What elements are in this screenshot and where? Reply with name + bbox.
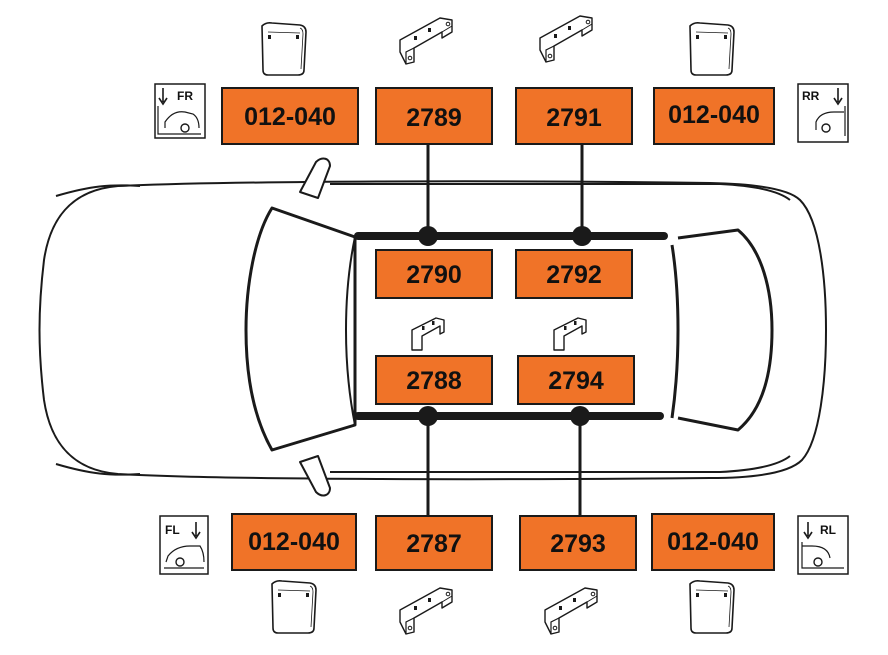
part-box-mid-2790: 2790 <box>375 249 493 299</box>
part-number-label: 012-040 <box>244 103 336 131</box>
car-front-right-arrow-icon: FR <box>154 83 206 139</box>
part-box-bot-2793: 2793 <box>519 515 637 571</box>
part-box-top-2789: 2789 <box>375 87 493 145</box>
part-box-bot-rl: 012-040 <box>651 513 775 571</box>
mounting-rails <box>354 142 668 518</box>
mudflap-icon <box>689 21 735 76</box>
part-box-top-rr: 012-040 <box>653 87 775 145</box>
junction-2789 <box>418 226 438 246</box>
car-rear-right-arrow-icon: RR <box>797 83 849 143</box>
part-number-label: 2794 <box>548 367 604 395</box>
car-rear-left-arrow-icon: RL <box>797 515 849 575</box>
mounting-bracket-icon <box>539 15 593 63</box>
mounting-bracket-icon <box>553 317 587 351</box>
part-number-label: 012-040 <box>667 528 759 556</box>
part-number-label: 2790 <box>406 261 462 289</box>
mounting-bracket-icon <box>411 317 445 351</box>
car-front-left-arrow-icon: FL <box>159 515 209 575</box>
junction-2791 <box>572 226 592 246</box>
mounting-bracket-icon <box>544 587 598 635</box>
part-box-top-2791: 2791 <box>515 87 633 145</box>
junction-2793 <box>570 406 590 426</box>
part-number-label: 012-040 <box>668 101 760 129</box>
part-number-label: 2793 <box>550 530 606 558</box>
mounting-bracket-icon <box>399 587 453 635</box>
part-box-top-fr: 012-040 <box>221 87 359 145</box>
position-label-fr: FR <box>177 89 193 103</box>
position-label-fl: FL <box>165 523 180 537</box>
mudflap-icon <box>271 579 317 634</box>
part-number-label: 2787 <box>406 530 462 558</box>
part-box-bot-fl: 012-040 <box>231 513 357 571</box>
rail-junction-dots <box>418 226 592 426</box>
mounting-bracket-icon <box>399 17 453 65</box>
part-box-bot-2787: 2787 <box>375 515 493 571</box>
junction-2787 <box>418 406 438 426</box>
mudflap-icon <box>261 21 307 76</box>
part-number-label: 2791 <box>546 104 602 132</box>
part-box-mid-2792: 2792 <box>515 249 633 299</box>
part-box-mid-2794: 2794 <box>517 355 635 405</box>
car-top-view-outline <box>38 157 827 497</box>
part-box-mid-2788: 2788 <box>375 355 493 405</box>
position-label-rr: RR <box>802 89 820 103</box>
part-number-label: 2789 <box>406 104 462 132</box>
part-number-label: 2792 <box>546 261 602 289</box>
mudflap-icon <box>689 579 735 634</box>
position-label-rl: RL <box>820 523 836 537</box>
part-number-label: 012-040 <box>248 528 340 556</box>
part-number-label: 2788 <box>406 367 462 395</box>
